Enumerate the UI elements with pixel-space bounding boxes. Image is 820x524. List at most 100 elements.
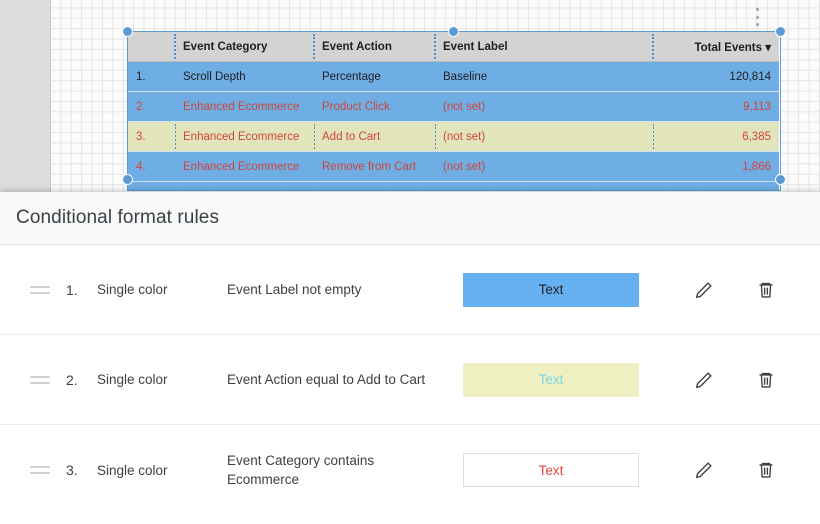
cell-event-label: Android Tone Hoodie Black — [435, 181, 653, 190]
rule-row[interactable]: 1. Single color Event Label not empty Te… — [0, 245, 820, 335]
cell-index: 1. — [128, 61, 175, 92]
drag-handle-icon[interactable] — [30, 375, 52, 384]
cell-event-category: Enhanced Ecommerce — [175, 181, 314, 190]
cell-text: 6,385 — [742, 130, 771, 143]
cell-total-events: 1,866 — [653, 151, 779, 182]
table-row[interactable]: 5. Enhanced Ecommerce Quickview Click An… — [128, 181, 779, 190]
rule-type: Single color — [97, 282, 168, 297]
trash-icon[interactable] — [753, 367, 779, 393]
trash-icon[interactable] — [753, 277, 779, 303]
pencil-icon[interactable] — [691, 367, 717, 393]
panel-header: Conditional format rules — [0, 192, 820, 245]
cell-index: 5. — [128, 181, 175, 190]
table-row[interactable]: 4. Enhanced Ecommerce Remove from Cart (… — [128, 151, 779, 182]
cell-total-events: 9,113 — [653, 91, 779, 122]
drag-handle-icon[interactable] — [30, 285, 52, 294]
column-header-label: Event Action — [322, 40, 392, 53]
drag-bar — [30, 375, 50, 378]
cell-event-action: Remove from Cart — [314, 151, 435, 182]
report-canvas: Event Category Event Action Event Label … — [0, 0, 820, 192]
column-guide — [652, 34, 654, 59]
rule-color-preview[interactable]: Text — [463, 272, 639, 307]
column-guide — [653, 124, 654, 149]
cell-event-category: Enhanced Ecommerce — [175, 151, 314, 182]
canvas-left-gutter — [0, 0, 51, 192]
cell-event-action: Percentage — [314, 61, 435, 92]
column-header-event-label[interactable]: Event Label — [434, 32, 653, 62]
panel-title: Conditional format rules — [16, 207, 220, 228]
cell-index: 4. — [128, 151, 175, 182]
cell-event-label: Baseline — [435, 61, 653, 92]
column-header-label: Event Label — [443, 40, 508, 53]
drag-bar — [30, 285, 50, 288]
column-header-event-category[interactable]: Event Category — [174, 32, 314, 62]
rule-description: Event Action equal to Add to Cart — [227, 372, 426, 387]
table-row[interactable]: 2. Enhanced Ecommerce Product Click (not… — [128, 91, 779, 122]
rule-description: Event Label not empty — [227, 282, 362, 297]
rule-index: 1. — [66, 281, 78, 298]
cell-event-action: Quickview Click — [314, 181, 435, 190]
table-row[interactable]: 1. Scroll Depth Percentage Baseline 120,… — [128, 61, 779, 92]
rule-row[interactable]: 2. Single color Event Action equal to Ad… — [0, 335, 820, 425]
cell-event-action: Add to Cart — [314, 121, 435, 152]
kebab-dot — [755, 15, 759, 19]
resize-handle-top-right[interactable] — [775, 26, 786, 37]
column-guide — [314, 124, 315, 149]
resize-handle-bottom-right[interactable] — [775, 174, 786, 185]
cell-total-events: 120,814 — [653, 61, 779, 92]
rule-actions — [639, 367, 799, 393]
cell-event-category: Scroll Depth — [175, 61, 314, 92]
more-options-icon[interactable] — [750, 6, 764, 28]
drag-bar — [30, 466, 50, 468]
cell-event-action: Product Click — [314, 91, 435, 122]
rule-row[interactable]: 3. Single color Event Category contains … — [0, 425, 820, 515]
column-header-event-action[interactable]: Event Action — [313, 32, 435, 62]
trash-icon[interactable] — [753, 457, 779, 483]
drag-bar — [30, 381, 50, 384]
rule-preview-text: Text — [538, 282, 564, 297]
column-header-index[interactable] — [128, 32, 175, 62]
rule-index: 2. — [66, 371, 78, 388]
kebab-dot — [755, 23, 759, 26]
column-header-total-events[interactable]: Total Events ▾ — [652, 32, 779, 62]
rule-color-preview[interactable]: Text — [463, 453, 639, 487]
cell-text: Enhanced Ecommerce — [183, 130, 300, 143]
column-guide — [313, 34, 315, 59]
cell-event-label: (not set) — [435, 91, 653, 122]
rule-color-preview[interactable]: Text — [463, 362, 639, 397]
pencil-icon[interactable] — [691, 277, 717, 303]
table-row[interactable]: 3. Enhanced Ecommerce Add to Cart (not s… — [128, 121, 779, 152]
column-guide — [434, 34, 436, 59]
cell-index: 3. — [128, 121, 175, 152]
rule-preview-text: Text — [538, 462, 564, 478]
cell-text: (not set) — [443, 130, 486, 143]
data-table-widget[interactable]: Event Category Event Action Event Label … — [127, 31, 781, 191]
drag-bar — [30, 291, 50, 294]
table-header-row: Event Category Event Action Event Label … — [128, 32, 779, 62]
cell-total-events: 6,385 — [653, 121, 779, 152]
sort-descending-icon[interactable]: ▾ — [765, 41, 771, 54]
cell-index: 2. — [128, 91, 175, 122]
conditional-format-rules-panel: Conditional format rules 1. Single color… — [0, 192, 820, 524]
rule-preview-text: Text — [538, 372, 564, 387]
cell-total-events: 1,000 — [653, 181, 779, 190]
drag-bar — [30, 472, 50, 474]
drag-handle-icon[interactable] — [30, 466, 52, 474]
rule-index: 3. — [66, 462, 78, 478]
column-header-label: Total Events — [694, 41, 763, 54]
column-guide — [175, 124, 176, 149]
resize-handle-top-center[interactable] — [448, 26, 459, 37]
column-guide — [174, 34, 176, 59]
rule-type: Single color — [97, 462, 168, 478]
cell-event-category: Enhanced Ecommerce — [175, 121, 314, 152]
resize-handle-top-left[interactable] — [122, 26, 133, 37]
rule-actions — [639, 277, 799, 303]
rule-description: Event Category contains Ecommerce — [227, 453, 375, 487]
pencil-icon[interactable] — [691, 457, 717, 483]
resize-handle-bottom-left[interactable] — [122, 174, 133, 185]
rule-type: Single color — [97, 372, 168, 387]
rule-actions — [639, 457, 799, 483]
cell-text: Add to Cart — [322, 130, 381, 143]
cell-event-label: (not set) — [435, 151, 653, 182]
data-table: Event Category Event Action Event Label … — [128, 32, 779, 190]
